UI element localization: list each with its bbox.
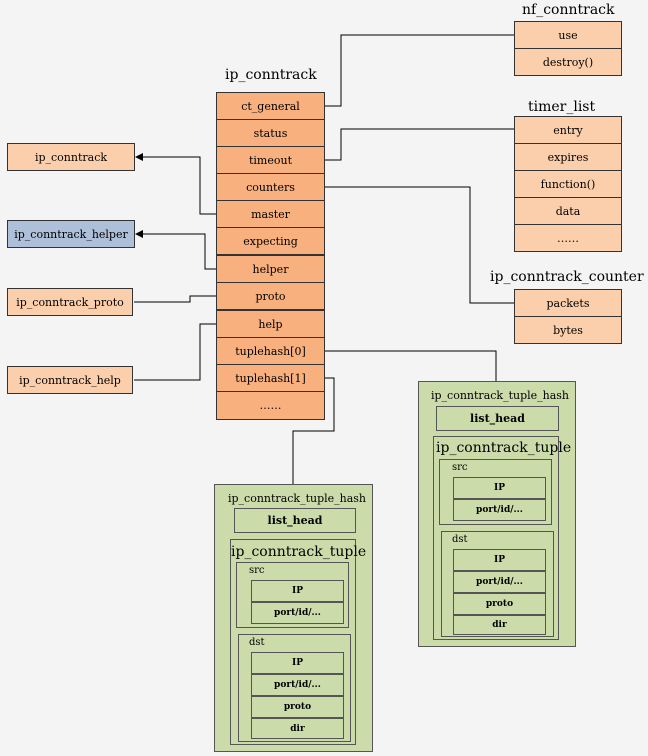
field-proto: proto (216, 282, 325, 310)
field-tuplehash-1: tuplehash[1] (216, 364, 325, 392)
side-ip-conntrack-proto: ip_conntrack_proto (7, 288, 133, 316)
field-ct-general: ct_general (216, 92, 325, 120)
field-tuplehash-0: tuplehash[0] (216, 337, 325, 365)
tuple-bottom-title: ip_conntrack_tuple (231, 544, 367, 560)
tuple-bottom-dst-port: port/id/... (251, 674, 344, 696)
tuple-bottom: ip_conntrack_tuple src IP port/id/... ds… (230, 539, 366, 745)
side-ip-conntrack-helper: ip_conntrack_helper (7, 220, 135, 248)
wire-tuplehash0-right (324, 350, 497, 381)
field-status: status (216, 119, 325, 147)
field-bytes: bytes (514, 316, 622, 344)
field-expecting: expecting (216, 227, 325, 255)
field-timeout: timeout (216, 146, 325, 174)
tuple-right-dst-label: dst (452, 534, 468, 545)
field-packets: packets (514, 289, 622, 317)
tuple-right-dst-port: port/id/... (453, 571, 546, 593)
tuple-right-dst: dst IP port/id/... proto dir (441, 531, 554, 637)
tuple-bottom-dst-label: dst (249, 637, 265, 648)
wire-counters-counter (324, 186, 514, 304)
wire-ct-general-nf-conntrack (324, 34, 514, 107)
field-ellipsis: …… (216, 391, 325, 420)
field-counters: counters (216, 173, 325, 201)
tuple-bottom-proto: proto (251, 696, 344, 718)
nf-conntrack-title: nf_conntrack (522, 2, 615, 18)
field-use: use (514, 21, 622, 49)
field-data: data (514, 197, 622, 225)
tuple-bottom-dst: dst IP port/id/... proto dir (238, 634, 351, 742)
timer-list-title: timer_list (528, 99, 596, 115)
field-destroy: destroy() (514, 48, 622, 76)
tuple-bottom-dir: dir (251, 718, 344, 739)
field-function: function() (514, 170, 622, 198)
field-helper: helper (216, 255, 325, 283)
wire-master-conntrack (135, 153, 216, 215)
tuple-right-dir: dir (453, 615, 546, 635)
tuple-right: ip_conntrack_tuple src IP port/id/... ds… (433, 436, 571, 640)
field-master: master (216, 200, 325, 228)
tuple-hash-bottom-list-head: list_head (234, 508, 356, 533)
wire-tuplehash1-bottom (292, 377, 335, 484)
tuple-hash-bottom-title: ip_conntrack_tuple_hash (228, 492, 367, 505)
ip-conntrack-title: ip_conntrack (225, 67, 317, 83)
tuple-hash-right-title: ip_conntrack_tuple_hash (431, 389, 570, 402)
side-ip-conntrack: ip_conntrack (7, 143, 135, 171)
tuple-right-dst-ip: IP (453, 549, 546, 571)
tuple-hash-right: ip_conntrack_tuple_hash list_head ip_con… (418, 381, 576, 647)
side-ip-conntrack-help: ip_conntrack_help (7, 366, 133, 394)
wire-timeout-timer-list (324, 128, 514, 161)
field-help: help (216, 310, 325, 338)
tuple-bottom-src: src IP port/id/... (236, 562, 349, 628)
tuple-right-src-label: src (452, 462, 468, 473)
tuple-right-src-ip: IP (453, 477, 546, 499)
tuple-bottom-src-ip: IP (251, 580, 344, 602)
wire-proto-proto-struct (134, 295, 216, 303)
tuple-right-src: src IP port/id/... (439, 459, 552, 525)
tuple-right-src-port: port/id/... (453, 499, 546, 521)
tuple-right-proto: proto (453, 593, 546, 615)
field-entry: entry (514, 116, 622, 144)
tuple-hash-right-list-head: list_head (436, 406, 559, 431)
counter-title: ip_conntrack_counter (490, 269, 644, 285)
tuple-right-title: ip_conntrack_tuple (436, 440, 572, 456)
wire-helper-helper-struct (135, 230, 216, 270)
tuple-hash-bottom: ip_conntrack_tuple_hash list_head ip_con… (214, 484, 373, 752)
tuple-bottom-src-port: port/id/... (251, 602, 344, 624)
tuple-bottom-src-label: src (249, 565, 265, 576)
field-expires: expires (514, 143, 622, 171)
tuple-bottom-dst-ip: IP (251, 652, 344, 674)
field-timer-ellipsis: …… (514, 224, 622, 252)
wire-help-help-struct (134, 323, 216, 381)
